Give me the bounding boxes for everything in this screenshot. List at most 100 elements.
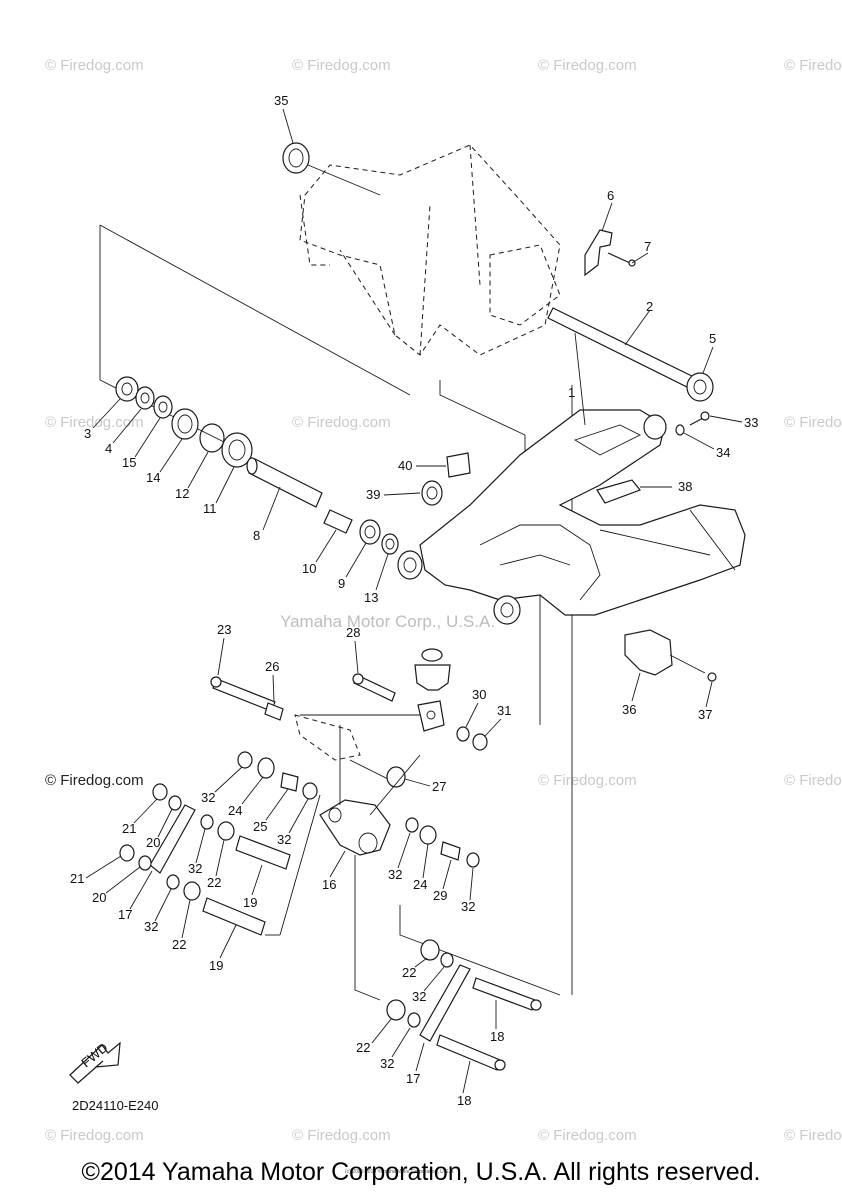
watermarks: © Firedog.com © Firedog.com © Firedog.co…	[45, 57, 842, 1144]
callout-24a: 24	[228, 803, 242, 818]
callout-38: 38	[678, 479, 692, 494]
callout-33: 33	[744, 415, 758, 430]
callout-6: 6	[607, 188, 614, 203]
callout-17b: 17	[406, 1071, 420, 1086]
part-10-collar	[323, 509, 353, 534]
callout-24b: 24	[413, 877, 427, 892]
callout-22d: 22	[356, 1040, 370, 1055]
watermark: © Firedog.com	[292, 1127, 391, 1144]
left-links	[119, 783, 196, 874]
lower-box	[354, 855, 561, 1001]
callout-39: 39	[366, 487, 380, 502]
callout-18a: 18	[490, 1029, 504, 1044]
callout-32e: 32	[388, 867, 402, 882]
part-13-seal	[381, 533, 399, 555]
callout-32a: 32	[201, 790, 215, 805]
part-40-label	[446, 452, 471, 478]
callout-20a: 20	[146, 835, 160, 850]
watermark: © Firedog.com	[538, 772, 637, 789]
callout-12: 12	[175, 486, 189, 501]
part-1-swingarm	[397, 332, 746, 625]
callout-32b: 32	[277, 832, 291, 847]
part-36-guard	[624, 629, 706, 676]
callout-32h: 32	[380, 1056, 394, 1071]
callout-32g: 32	[412, 989, 426, 1004]
callout-10: 10	[302, 561, 316, 576]
part-35-grommet	[282, 142, 381, 196]
callout-31: 31	[497, 703, 511, 718]
callout-16: 16	[322, 877, 336, 892]
watermark: © Firedog.com	[45, 1127, 144, 1144]
part-28-bolt	[352, 673, 396, 702]
part-2-pivot-shaft	[547, 307, 701, 392]
upper-bearing-stack	[237, 751, 318, 800]
copyright-footer: ©2014 Yamaha Motor Corporation, U.S.A. A…	[81, 1158, 761, 1186]
callout-26: 26	[265, 659, 279, 674]
callout-29: 29	[433, 888, 447, 903]
callout-22c: 22	[402, 965, 416, 980]
callout-18b: 18	[457, 1093, 471, 1108]
callout-35: 35	[274, 93, 288, 108]
callout-8: 8	[253, 528, 260, 543]
part-16-relay-arm	[319, 725, 421, 856]
callouts: 35 6 7 2 5 1 33 34 40 38 39 3 4 15 14 12…	[70, 93, 758, 1108]
bearing-stack	[115, 376, 253, 468]
part-26-collar	[264, 702, 284, 721]
callout-17a: 17	[118, 907, 132, 922]
callout-14: 14	[146, 470, 160, 485]
callout-40: 40	[398, 458, 412, 473]
part-23-bolt	[210, 676, 276, 712]
callout-4: 4	[105, 441, 112, 456]
callout-32f: 32	[461, 899, 475, 914]
callout-32d: 32	[144, 919, 158, 934]
callout-20b: 20	[92, 890, 106, 905]
part-27-collar	[386, 766, 406, 788]
callout-32c: 32	[188, 861, 202, 876]
callout-34: 34	[716, 445, 730, 460]
callout-21b: 21	[70, 871, 84, 886]
callout-23: 23	[217, 622, 231, 637]
callout-19a: 19	[243, 895, 257, 910]
part-37-screw	[707, 672, 717, 682]
callout-1: 1	[568, 385, 575, 400]
callout-21a: 21	[122, 821, 136, 836]
watermark: © Firedog.com	[784, 772, 842, 789]
watermark: © Firedog.com	[45, 772, 144, 789]
callout-15: 15	[122, 455, 136, 470]
part-8-collar	[246, 457, 323, 508]
callout-30: 30	[472, 687, 486, 702]
callout-36: 36	[622, 702, 636, 717]
part-39-damper	[421, 480, 443, 506]
watermark: © Firedog.com	[538, 1127, 637, 1144]
shock-absorber-end	[414, 648, 451, 732]
lower-left-stack	[166, 794, 321, 936]
part-38-rubber	[596, 479, 672, 504]
drawing-code: 2D24110-E240	[72, 1098, 159, 1113]
part-7-bolt	[607, 252, 649, 267]
callout-7: 7	[644, 239, 651, 254]
watermark: © Firedog.com	[784, 57, 842, 74]
callout-13: 13	[364, 590, 378, 605]
fwd-arrow-icon: FWD	[69, 1040, 121, 1084]
part-5-nut	[686, 372, 714, 402]
watermark: © Firedog.com	[292, 57, 391, 74]
callout-25: 25	[253, 819, 267, 834]
part-31-nut	[472, 733, 488, 751]
watermark: © Firedog.com	[45, 57, 144, 74]
part-6-bracket	[584, 202, 613, 277]
center-watermark: Yamaha Motor Corp., U.S.A.	[280, 612, 495, 631]
part-9-bearing	[359, 519, 381, 545]
part-34-washer	[675, 424, 685, 436]
callout-27: 27	[432, 779, 446, 794]
callout-11: 11	[203, 501, 217, 516]
watermark: © Firedog.com	[292, 414, 391, 431]
callout-3: 3	[84, 426, 91, 441]
callout-22b: 22	[172, 937, 186, 952]
callout-19b: 19	[209, 958, 223, 973]
watermark: © Firedog.com	[538, 57, 637, 74]
callout-22a: 22	[207, 875, 221, 890]
right-bearing-stack	[405, 817, 480, 868]
fine-print: (c) 2000-2016 Yamaha Motor Corporation, …	[345, 1169, 455, 1175]
callout-5: 5	[709, 331, 716, 346]
